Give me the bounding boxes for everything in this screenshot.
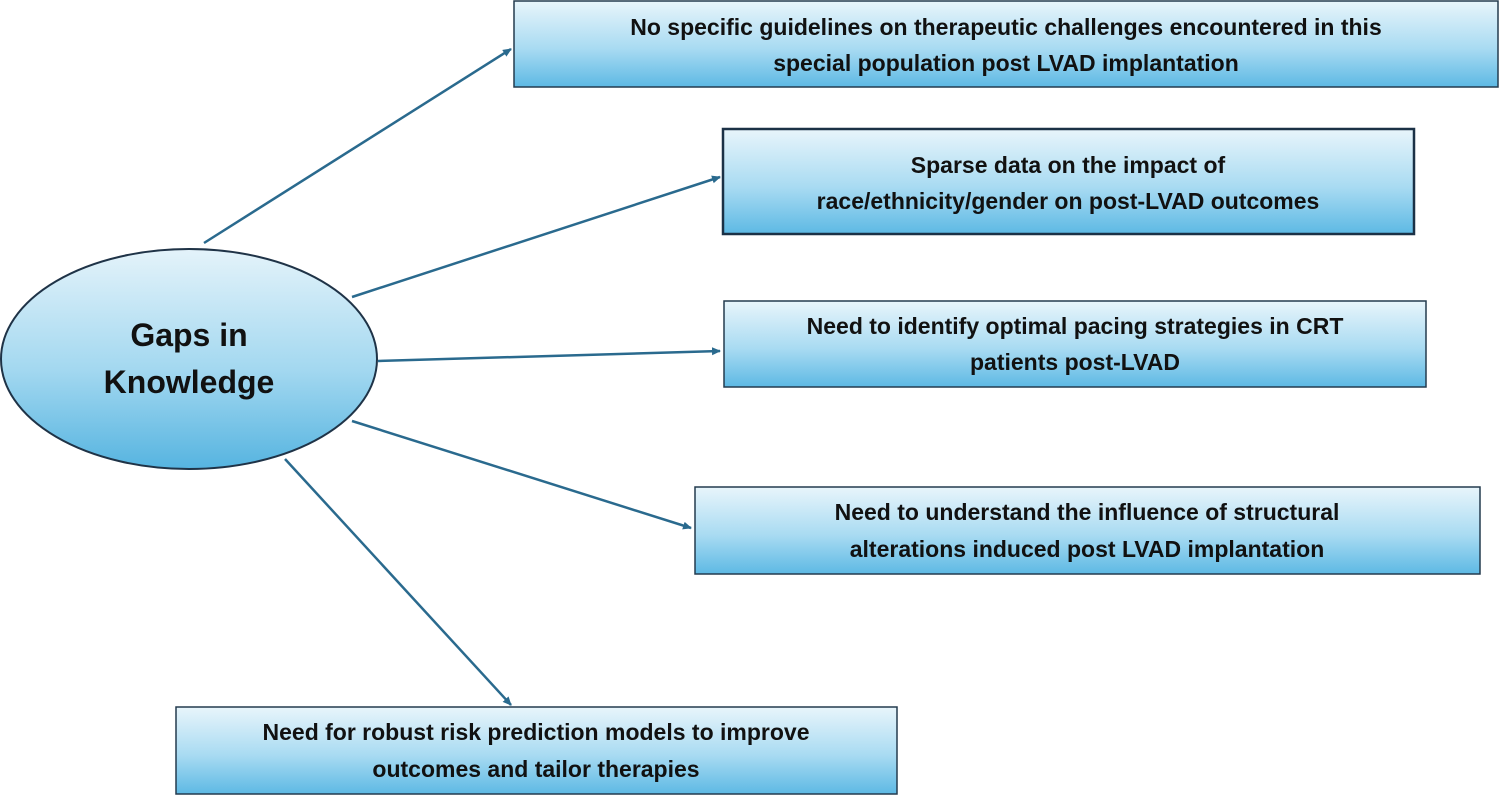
gap-box-1: No specific guidelines on therapeutic ch… [513,0,1499,88]
gap-box-4-line-1: Need to understand the influence of stru… [835,499,1340,525]
arrow-to-box-3 [377,347,721,363]
gap-box-4-line-2: alterations induced post LVAD implantati… [850,536,1325,562]
center-label-line-1: Gaps in [130,317,247,353]
gap-box-4: Need to understand the influence of stru… [694,486,1481,575]
gap-box-2: Sparse data on the impact of race/ethnic… [721,127,1416,236]
gap-box-2-frame [721,127,1416,236]
arrow-to-box-4 [351,419,692,530]
arrow-to-box-5 [284,458,512,706]
gap-box-1-line-1: No specific guidelines on therapeutic ch… [630,14,1382,40]
gap-box-1-line-2: special population post LVAD implantatio… [773,50,1239,76]
gap-box-5: Need for robust risk prediction models t… [175,706,898,795]
gap-box-5-line-2: outcomes and tailor therapies [372,756,699,782]
center-ellipse [0,248,378,470]
gap-box-2-line-1: Sparse data on the impact of [911,152,1226,178]
gap-box-3-line-1: Need to identify optimal pacing strategi… [807,313,1344,339]
center-label-line-2: Knowledge [104,364,275,400]
gap-box-1-frame [513,0,1499,88]
gap-box-3-frame [723,300,1427,388]
gap-box-2-line-2: race/ethnicity/gender on post-LVAD outco… [817,188,1320,214]
gap-box-5-frame [175,706,898,795]
gap-box-4-frame [694,486,1481,575]
center-node: Gaps in Knowledge [0,248,378,470]
arrow-to-box-2 [351,175,721,299]
arrow-to-box-1 [203,47,512,245]
gap-box-3-line-2: patients post-LVAD [970,349,1180,375]
gap-box-3: Need to identify optimal pacing strategi… [723,300,1427,388]
gap-box-5-line-1: Need for robust risk prediction models t… [263,719,810,745]
